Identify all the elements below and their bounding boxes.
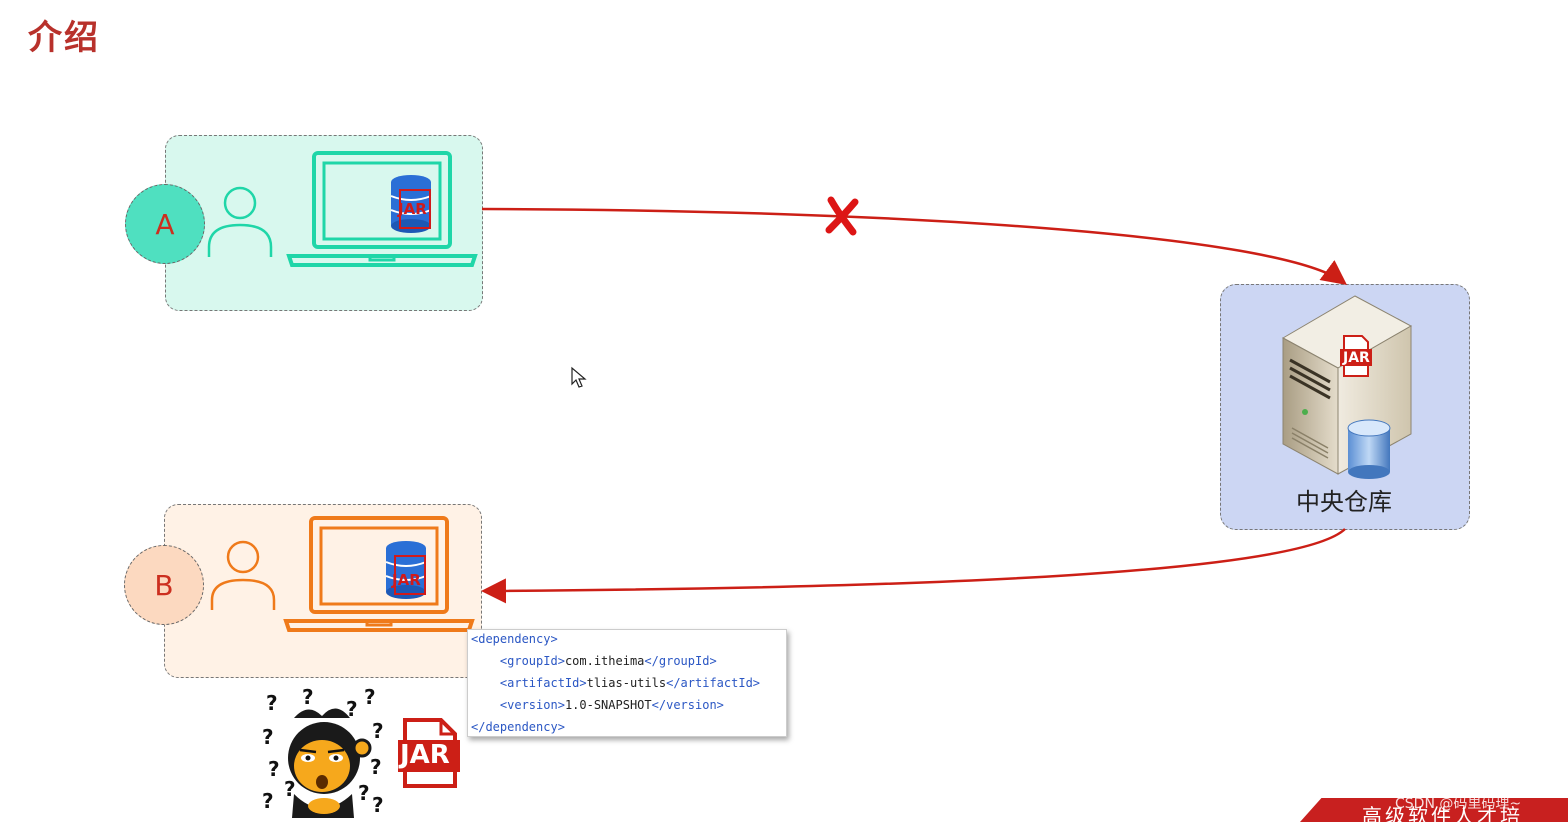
person-icon bbox=[207, 186, 273, 257]
svg-text:?: ? bbox=[364, 685, 376, 709]
code-line: </dependency> bbox=[471, 720, 565, 734]
developer-b-panel bbox=[164, 504, 482, 678]
jar-label-a: JAR bbox=[398, 200, 427, 218]
svg-text:?: ? bbox=[358, 781, 370, 805]
svg-text:?: ? bbox=[262, 789, 274, 813]
jar-file-icon bbox=[398, 718, 460, 788]
jar-file-label: JAR bbox=[400, 740, 450, 770]
dependency-code-snippet: <dependency> <groupId>com.itheima</group… bbox=[467, 629, 787, 737]
mouse-cursor-icon bbox=[571, 366, 587, 388]
svg-text:?: ? bbox=[268, 757, 280, 781]
page-title: 介绍 bbox=[28, 18, 100, 58]
svg-text:?: ? bbox=[302, 685, 314, 709]
code-line: <groupId>com.itheima</groupId> bbox=[499, 654, 717, 668]
central-repository-label: 中央仓库 bbox=[1296, 488, 1392, 516]
blocked-x-icon bbox=[825, 196, 859, 236]
jar-label-server: JAR bbox=[1343, 350, 1370, 366]
code-line: <dependency> bbox=[471, 632, 558, 646]
database-jar-icon bbox=[385, 541, 427, 599]
laptop-icon bbox=[286, 151, 478, 267]
server-icon bbox=[1281, 295, 1413, 479]
developer-b-badge: B bbox=[124, 545, 204, 625]
code-line: <artifactId>tlias-utils</artifactId> bbox=[499, 676, 761, 690]
svg-text:?: ? bbox=[370, 755, 382, 779]
svg-text:?: ? bbox=[262, 725, 274, 749]
person-icon bbox=[210, 540, 276, 610]
jar-label-b: JAR bbox=[392, 571, 421, 589]
svg-text:?: ? bbox=[372, 719, 384, 743]
svg-text:?: ? bbox=[284, 777, 296, 801]
code-line: <version>1.0-SNAPSHOT</version> bbox=[499, 698, 724, 712]
svg-text:?: ? bbox=[346, 697, 358, 721]
svg-text:?: ? bbox=[372, 793, 384, 817]
svg-text:?: ? bbox=[266, 691, 278, 715]
watermark: CSDN @码里码理~ bbox=[1395, 796, 1522, 812]
footer-banner bbox=[1300, 798, 1568, 822]
database-jar-icon bbox=[390, 175, 432, 233]
developer-a-badge: A bbox=[125, 184, 205, 264]
confused-monkey-icon: ???? ???? ???? bbox=[262, 685, 384, 818]
